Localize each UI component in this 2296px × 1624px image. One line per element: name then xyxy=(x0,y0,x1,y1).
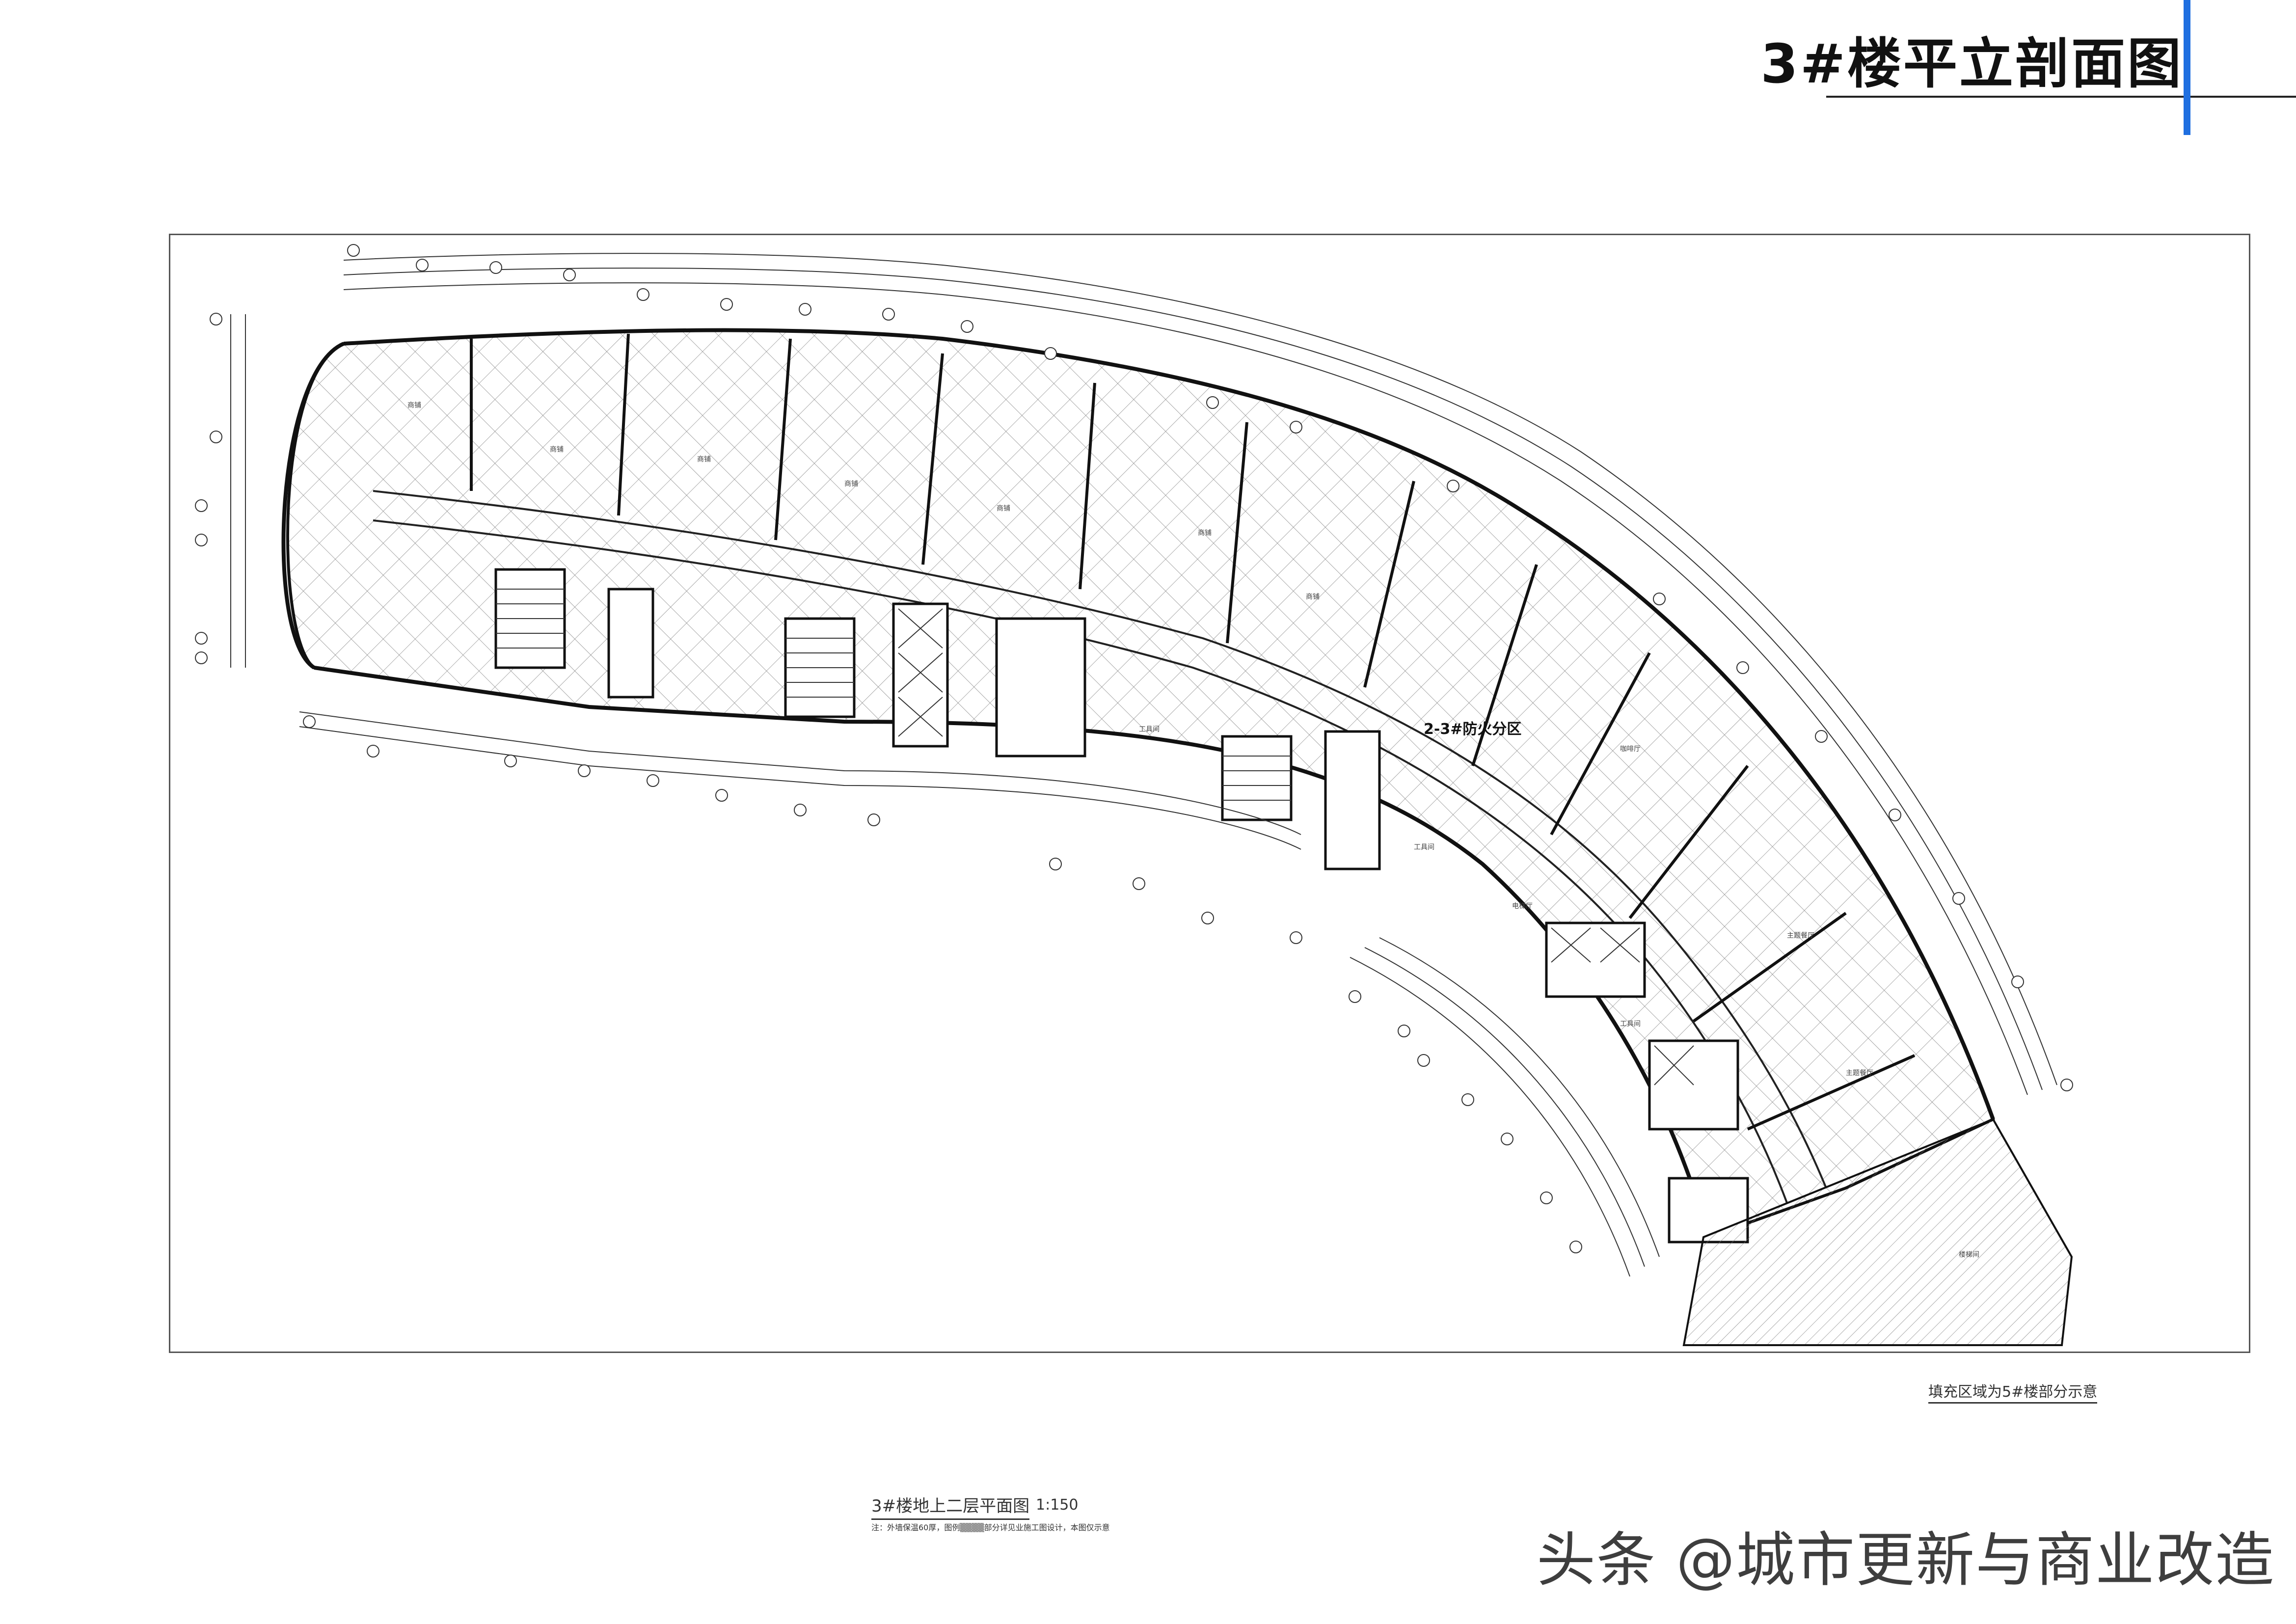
room-label: 商铺 xyxy=(407,402,421,409)
room-label: 商铺 xyxy=(997,505,1010,513)
fire-zone-label: 2-3#防火分区 xyxy=(1424,721,1521,738)
room-label: 楼梯间 xyxy=(1959,1251,1979,1259)
dimension-lines-west xyxy=(230,314,246,668)
fill-area-legend: 填充区域为5#楼部分示意 xyxy=(1928,1380,2098,1404)
room-label: 咖啡厅 xyxy=(1620,745,1641,753)
plan-note: 注：外墙保温60厚，图例▒▒▒▒部分详见业施工图设计，本图仅示意 xyxy=(871,1523,1110,1532)
grid-axis-bubbles xyxy=(195,244,2073,1253)
room-label: 电梯厅 xyxy=(1512,902,1533,910)
room-label: 商铺 xyxy=(1306,593,1320,601)
room-label: 商铺 xyxy=(697,456,711,463)
plan-caption: 3#楼地上二层平面图 xyxy=(871,1492,1030,1520)
corridor-line-2 xyxy=(373,519,1788,1203)
drawing-frame xyxy=(169,234,2250,1353)
room-label: 商铺 xyxy=(844,480,858,488)
room-label: 工具间 xyxy=(1139,726,1160,733)
plan-scale: 1:150 xyxy=(1036,1496,1079,1514)
room-label: 商铺 xyxy=(1198,529,1212,537)
title-rule xyxy=(1826,96,2296,98)
page-title: 3#楼平立剖面图 xyxy=(1760,32,2183,95)
corridor-line xyxy=(373,490,1827,1189)
room-label: 商铺 xyxy=(550,446,564,454)
elevator-shafts xyxy=(898,608,1694,1085)
watermark: 头条 @城市更新与商业改造 xyxy=(1537,1526,2275,1595)
north-facade xyxy=(343,328,1995,1120)
room-label: 主题餐厅 xyxy=(1846,1069,1873,1077)
dimension-lines-north xyxy=(343,253,2057,1095)
core-blocks xyxy=(494,568,1749,1244)
room-label: 主题餐厅 xyxy=(1787,932,1814,940)
west-curved-end xyxy=(281,342,345,670)
stair-treads xyxy=(496,589,1291,801)
room-label: 工具间 xyxy=(1620,1020,1641,1028)
accent-bar xyxy=(2184,0,2190,135)
room-label: 工具间 xyxy=(1414,843,1434,851)
partition-walls xyxy=(470,333,1916,1131)
dimension-lines-south xyxy=(299,711,1660,1277)
room-labels: 商铺 商铺 商铺 商铺 商铺 商铺 商铺 工具间 工具间 工具间 主题餐厅 主题… xyxy=(407,402,1979,1259)
annex-fill-area xyxy=(1682,1118,2073,1346)
